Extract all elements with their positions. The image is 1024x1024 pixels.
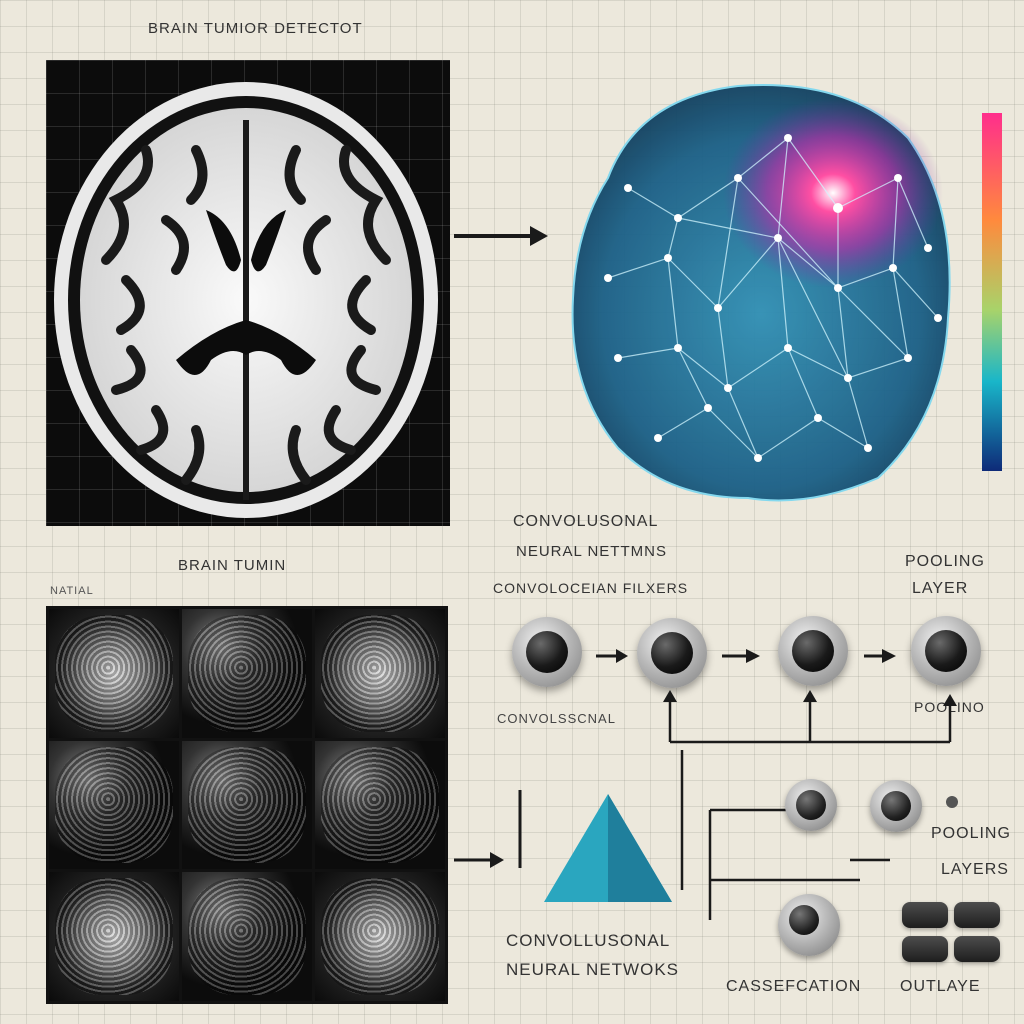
output-block-3	[902, 936, 948, 962]
node-arrows	[596, 649, 896, 663]
scan-tile	[182, 740, 312, 870]
neural-brain-icon	[571, 84, 951, 502]
convolutional-sub-label: CONVOLSSCNAL	[497, 711, 616, 726]
output-block-1	[902, 902, 948, 928]
scan-tile	[315, 740, 445, 870]
brain-tumin-label: BRAIN TUMIN	[178, 557, 287, 574]
pooling-top-label-1: POOLING	[905, 553, 985, 570]
pyramid-icon	[544, 794, 672, 902]
output-label: OUTLAYE	[900, 978, 981, 995]
scan-tile	[315, 609, 445, 738]
scan-tile	[182, 872, 312, 1001]
pooling-layers-label-1: POOLING	[931, 825, 1011, 842]
natial-label: NATIAL	[50, 585, 94, 597]
conv-node-2	[637, 618, 707, 688]
pooling-small-node-1	[785, 779, 837, 831]
brain-mri-icon	[54, 82, 438, 518]
heat-colorbar	[982, 113, 1002, 471]
cnn-bottom-label-2: NEURAL NETWOKS	[506, 960, 680, 979]
pooling-node	[911, 616, 981, 686]
cnn-top-label-2: NEURAL NETTMNS	[516, 543, 667, 560]
connection-lines	[663, 690, 957, 920]
pooling-top-label-2: LAYER	[912, 580, 969, 597]
scan-mosaic	[46, 606, 448, 1004]
output-block-2	[954, 902, 1000, 928]
classification-label: CASSEFCATION	[726, 978, 862, 995]
conv-node-1	[512, 617, 582, 687]
scan-tile	[49, 872, 179, 1001]
conv-node-3	[778, 616, 848, 686]
diagram-title: BRAIN TUMIOR DETECTOT	[148, 20, 363, 37]
scan-tile	[49, 609, 179, 738]
output-block-4	[954, 936, 1000, 962]
mri-scan-panel	[46, 60, 450, 526]
arrow-to-network	[454, 226, 548, 246]
pooling-small-node-2	[870, 780, 922, 832]
cnn-bottom-label-1: CONVOLLUSONAL	[506, 931, 671, 950]
filters-label: CONVOLOCEIAN FILXERS	[493, 580, 689, 596]
scan-tile	[182, 609, 312, 738]
pooling-layers-label-2: LAYERS	[941, 861, 1009, 878]
scan-tile	[49, 740, 179, 870]
arrow-to-pyramid	[454, 790, 522, 868]
cnn-top-label-1: CONVOLUSONAL	[513, 513, 659, 530]
scan-tile	[315, 872, 445, 1001]
dot-icon	[946, 796, 958, 808]
classification-node	[778, 894, 840, 956]
